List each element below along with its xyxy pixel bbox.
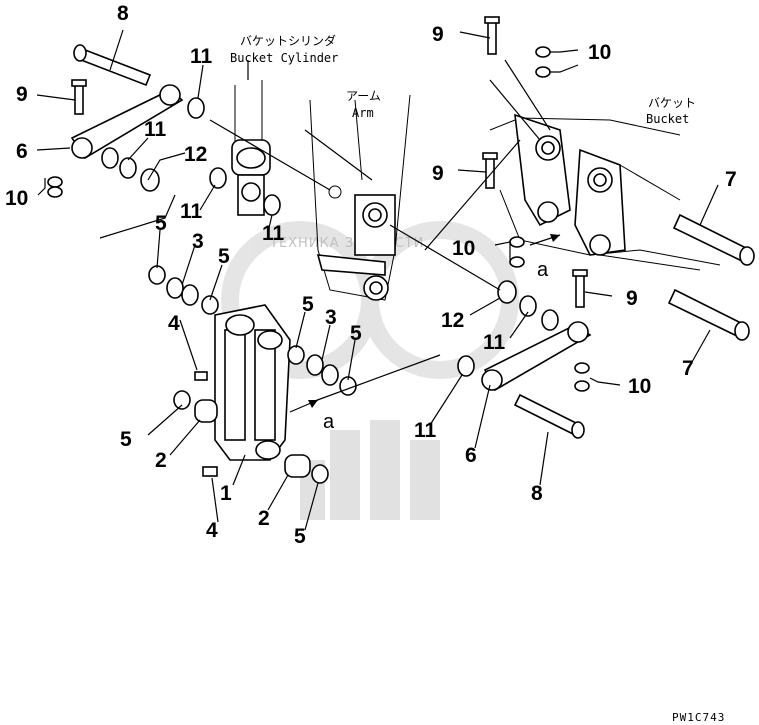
callout-1: 1 <box>220 482 232 505</box>
callout-8: 8 <box>531 482 543 505</box>
view-arrows <box>289 234 561 413</box>
callout-3: 3 <box>192 230 204 253</box>
callout-5: 5 <box>350 322 362 345</box>
callout-10: 10 <box>452 237 475 260</box>
arm-label-jp: アーム <box>346 89 381 103</box>
callout-8: 8 <box>117 2 129 25</box>
callout-7: 7 <box>682 357 694 380</box>
callout-4: 4 <box>206 519 218 542</box>
callout-6: 6 <box>16 140 28 163</box>
callout-4: 4 <box>168 312 180 335</box>
callout-9: 9 <box>16 83 28 106</box>
callout-5: 5 <box>218 245 230 268</box>
pin-7-top <box>672 213 755 266</box>
callout-10: 10 <box>588 41 611 64</box>
callout-2: 2 <box>155 449 167 472</box>
callout-11: 11 <box>180 200 203 223</box>
callout-numbers: 8 9 6 10 11 11 12 11 5 3 5 4 5 2 1 4 2 5… <box>5 2 737 548</box>
arm-label-en: Arm <box>352 106 374 120</box>
link-assembly <box>214 304 291 461</box>
bucket-label-jp: バケット <box>648 96 696 110</box>
bucket-label-en: Bucket <box>646 112 689 126</box>
drawing-code: PW1C743 <box>672 711 725 724</box>
bucket <box>489 113 721 271</box>
callout-9: 9 <box>432 23 444 46</box>
callout-11: 11 <box>262 222 285 245</box>
callout-3: 3 <box>325 306 337 329</box>
pin-8-bottom <box>513 393 585 439</box>
callout-5: 5 <box>294 525 306 548</box>
watermark-text: ТЕХНИКА ЗАПЧАСТИ <box>269 236 424 251</box>
callout-7: 7 <box>725 168 737 191</box>
nuts <box>47 46 590 392</box>
callout-12: 12 <box>441 309 464 332</box>
arm <box>309 94 411 301</box>
callout-11: 11 <box>414 419 437 442</box>
callout-12: 12 <box>184 143 207 166</box>
washers <box>101 97 559 377</box>
side-link-right <box>481 321 592 392</box>
callout-11: 11 <box>190 45 213 68</box>
view-a-label: a <box>323 411 335 433</box>
bucket-cylinder <box>231 80 271 216</box>
callout-11: 11 <box>144 118 167 141</box>
callout-9: 9 <box>626 287 638 310</box>
callout-5: 5 <box>302 293 314 316</box>
callout-2: 2 <box>258 507 270 530</box>
callout-5: 5 <box>120 428 132 451</box>
pin-8-top <box>73 44 152 87</box>
callout-10: 10 <box>628 375 651 398</box>
callout-5: 5 <box>155 212 167 235</box>
callout-10: 10 <box>5 187 28 210</box>
leader-lines <box>36 29 719 531</box>
callout-11: 11 <box>483 331 506 354</box>
bucket-cylinder-label-jp: バケットシリンダ <box>240 33 336 48</box>
pin-7-bottom <box>667 288 750 341</box>
side-link-left <box>70 84 184 160</box>
bucket-cylinder-label-en: Bucket Cylinder <box>230 51 338 65</box>
callout-6: 6 <box>465 444 477 467</box>
view-a-label-2: a <box>537 259 549 281</box>
callout-9: 9 <box>432 162 444 185</box>
